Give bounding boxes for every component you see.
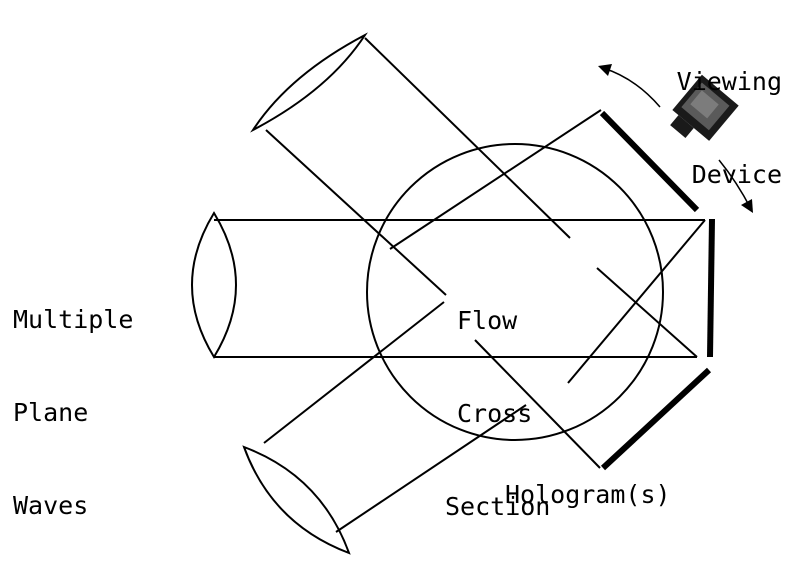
beam-line [567,219,706,384]
flow-cross-section-line-2: Cross [457,399,533,428]
viewing-device-label: Viewing Device [610,4,782,252]
lens-lower-left [242,445,351,555]
multiple-plane-waves-line-2: Plane [13,398,89,427]
multiple-plane-waves-label: Multiple Plane Waves [13,242,133,583]
multiple-plane-waves-line-1: Multiple [13,305,134,334]
hologram-plate-right [707,218,715,358]
arrowhead-down-right [741,199,753,213]
flow-cross-section-label: Flow Cross Section [445,243,550,584]
hologram-plate-upper [599,110,700,213]
beam-line [265,129,447,296]
viewing-device-label-line-1: Viewing [676,67,782,96]
flow-cross-section-circle [366,143,664,441]
flow-cross-section-line-1: Flow [457,306,518,335]
diagram-drawing [191,32,753,555]
beam-line [263,301,445,444]
multiple-plane-waves-line-3: Waves [13,491,89,520]
lens-upper-left [250,32,368,133]
flow-cross-section-line-3: Section [445,492,551,521]
beam-line [389,109,602,250]
lens-left [191,211,237,359]
beam-line [596,267,698,358]
holograms-label: Hologram(s) [505,480,671,509]
arrowhead-up-left [598,64,612,76]
beam-line [474,339,601,469]
hologram-plate-lower [600,367,712,471]
beam-line [364,37,571,239]
holographic-flow-diagram: Viewing Device Multiple Plane Waves Flow… [13,4,782,555]
camera-icon [670,74,739,141]
viewing-device-label-line-2: Device [691,160,782,189]
beam-line [335,404,527,533]
